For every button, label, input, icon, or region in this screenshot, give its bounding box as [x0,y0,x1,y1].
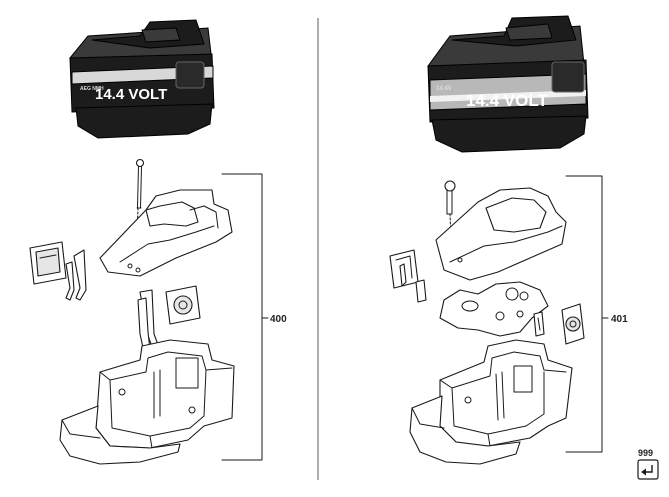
right-battery-micro-text: 14.4V [436,86,452,92]
left-battery-micro-text: AEG NMH [80,86,104,92]
left-top-cover [99,189,233,277]
right-small-contacts [533,311,545,337]
right-callout-number: 401 [611,314,628,325]
right-housing [409,339,573,465]
right-sensor-module [561,303,585,345]
return-arrow-icon[interactable] [637,459,659,480]
left-bent-contacts [65,249,87,301]
left-housing [59,339,235,465]
right-top-cover [435,187,567,281]
right-assembly: 14.4V 14.4 VOLT [389,15,628,465]
left-assembly: AEG NMH 14.4 VOLT [29,19,287,465]
left-callout: 400 [221,173,287,461]
right-callout: 401 [565,175,628,453]
left-terminal-plate [29,241,67,285]
left-battery-label: 14.4 VOLT [95,86,167,103]
page-reference-number: 999 [638,448,653,458]
left-sensor-module [165,285,201,325]
right-battery-pack: 14.4V 14.4 VOLT [427,15,589,153]
left-battery-pack: AEG NMH 14.4 VOLT [68,19,215,139]
page-reference[interactable]: 999 [637,448,659,480]
left-callout-number: 400 [270,314,287,325]
right-battery-label: 14.4 VOLT [466,91,548,110]
right-terminal-plate [389,249,427,303]
right-gasket [439,281,549,337]
